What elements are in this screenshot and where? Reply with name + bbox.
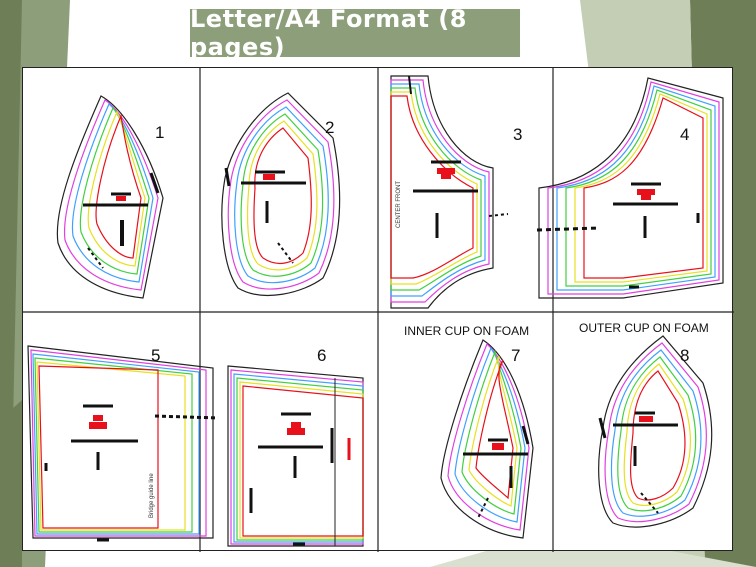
pattern-piece-1 xyxy=(56,95,164,299)
page-number-1: 1 xyxy=(155,123,165,142)
pattern-piece-7 xyxy=(440,339,534,539)
outer-cup-caption: OUTER CUP ON FOAM xyxy=(579,321,709,335)
pattern-piece-8 xyxy=(598,335,713,528)
page-number-3: 3 xyxy=(513,125,523,144)
bridge-guide-label: Bridge guide line xyxy=(149,473,155,518)
pattern-piece-6 xyxy=(227,365,364,547)
center-front-label: CENTER FRONT xyxy=(396,181,402,228)
page-number-8: 8 xyxy=(680,346,690,365)
page-number-7: 7 xyxy=(511,346,521,365)
pattern-sheet: 1 2 3 4 5 6 7 8 INNER CUP ON FOAM OUTER … xyxy=(22,67,734,552)
inner-cup-caption: INNER CUP ON FOAM xyxy=(404,324,530,338)
slide-title-box: Letter/A4 Format (8 pages) xyxy=(190,5,520,61)
page-number-5: 5 xyxy=(151,346,161,365)
pattern-grid xyxy=(23,68,734,552)
page-number-2: 2 xyxy=(325,118,335,137)
slide-title: Letter/A4 Format (8 pages) xyxy=(190,5,467,61)
page-number-6: 6 xyxy=(317,346,327,365)
page-number-4: 4 xyxy=(680,125,690,144)
pattern-piece-2 xyxy=(221,92,341,296)
pattern-piece-5 xyxy=(27,345,219,542)
pattern-piece-3 xyxy=(390,75,509,309)
pattern-piece-4 xyxy=(536,77,724,299)
